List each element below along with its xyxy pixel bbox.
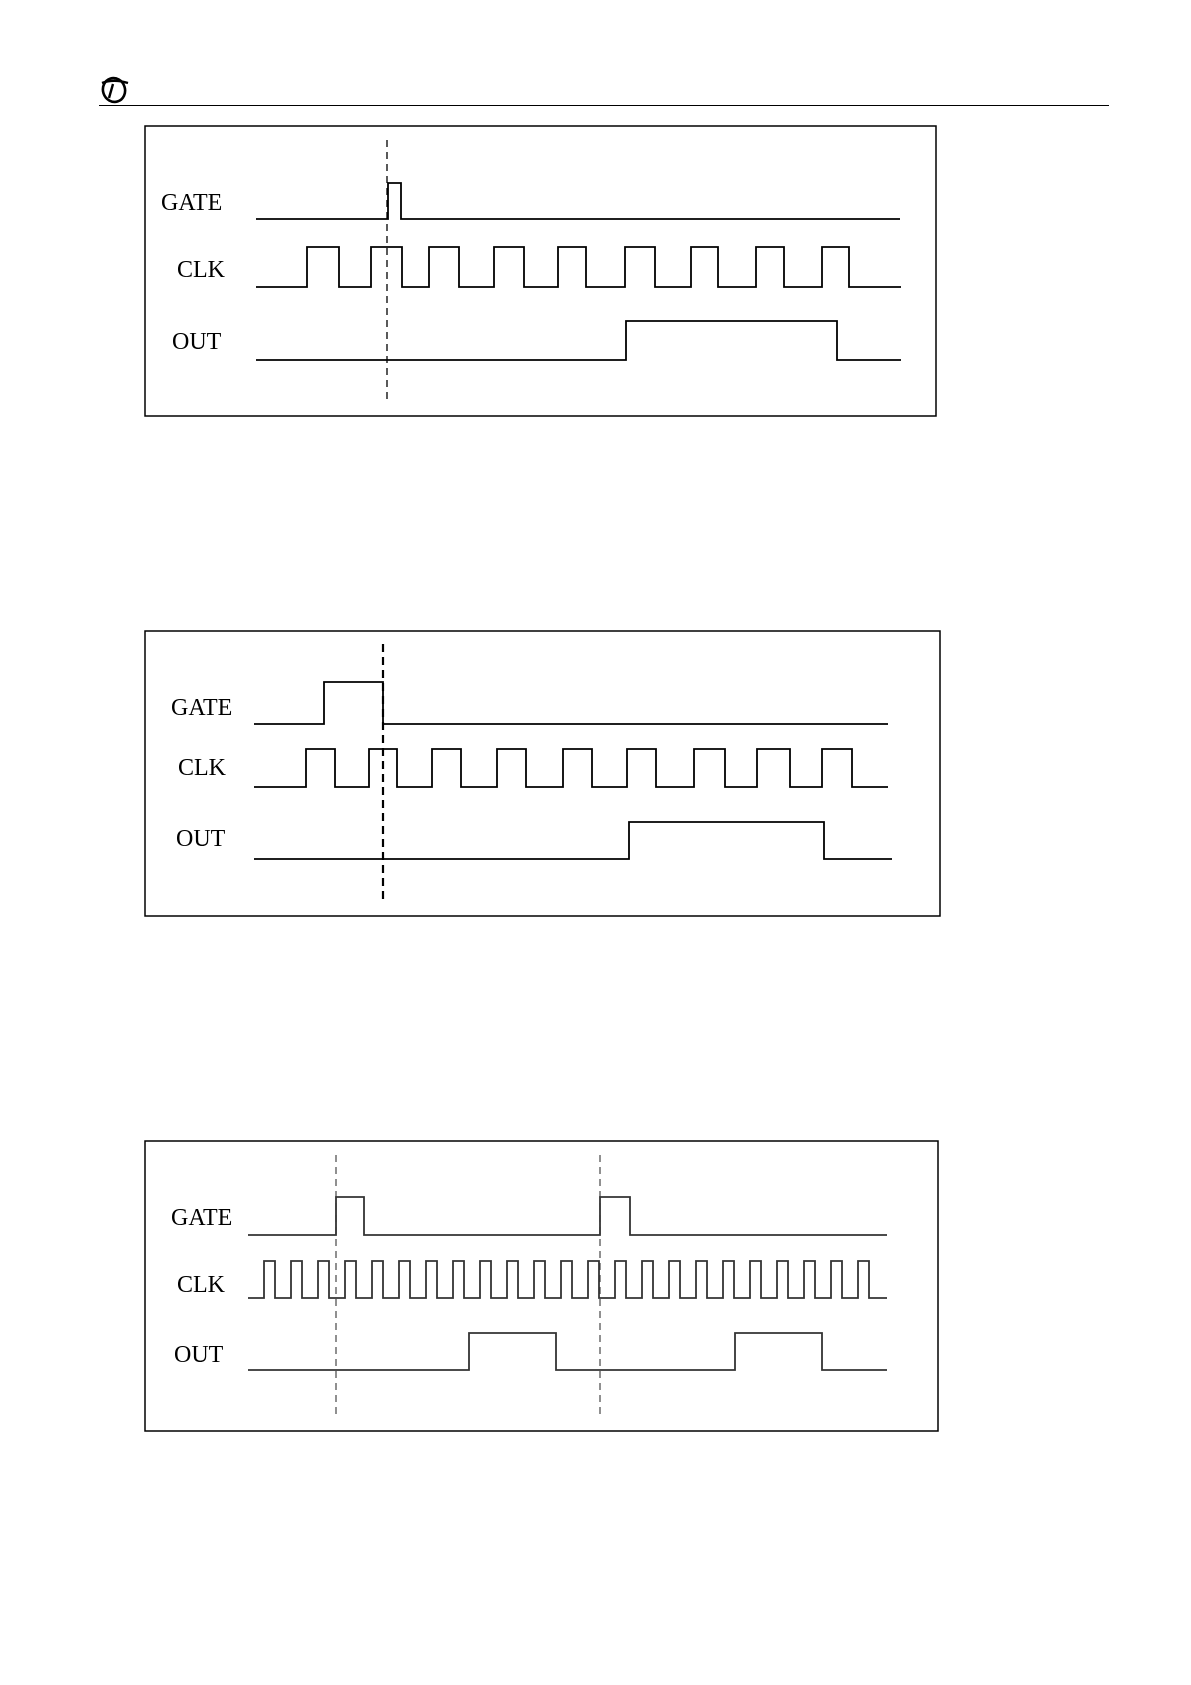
out-waveform xyxy=(254,822,892,859)
signal-label-clk: CLK xyxy=(177,1272,226,1298)
signal-label-gate: GATE xyxy=(171,1205,232,1231)
signal-label-gate: GATE xyxy=(171,695,232,721)
header-rule xyxy=(99,105,1109,106)
gate-waveform xyxy=(256,183,900,219)
clk-waveform xyxy=(248,1261,887,1298)
clk-waveform xyxy=(256,247,901,287)
timing-diagram-3: GATE CLK OUT xyxy=(144,1140,944,1435)
out-waveform xyxy=(248,1333,887,1370)
signal-label-out: OUT xyxy=(174,1342,224,1368)
signal-label-out: OUT xyxy=(176,826,226,852)
clk-waveform xyxy=(254,749,888,787)
signal-label-clk: CLK xyxy=(177,257,226,283)
gate-waveform xyxy=(248,1197,887,1235)
timing-diagram-2: GATE CLK OUT xyxy=(144,630,944,920)
diagram-frame xyxy=(145,631,940,916)
signal-label-clk: CLK xyxy=(178,755,227,781)
timing-diagram-1: GATE CLK OUT xyxy=(144,125,940,420)
out-waveform xyxy=(256,321,901,360)
signal-label-out: OUT xyxy=(172,329,222,355)
company-logo-icon xyxy=(98,74,132,104)
gate-waveform xyxy=(254,682,888,724)
signal-label-gate: GATE xyxy=(161,190,222,216)
diagram-frame xyxy=(145,126,936,416)
